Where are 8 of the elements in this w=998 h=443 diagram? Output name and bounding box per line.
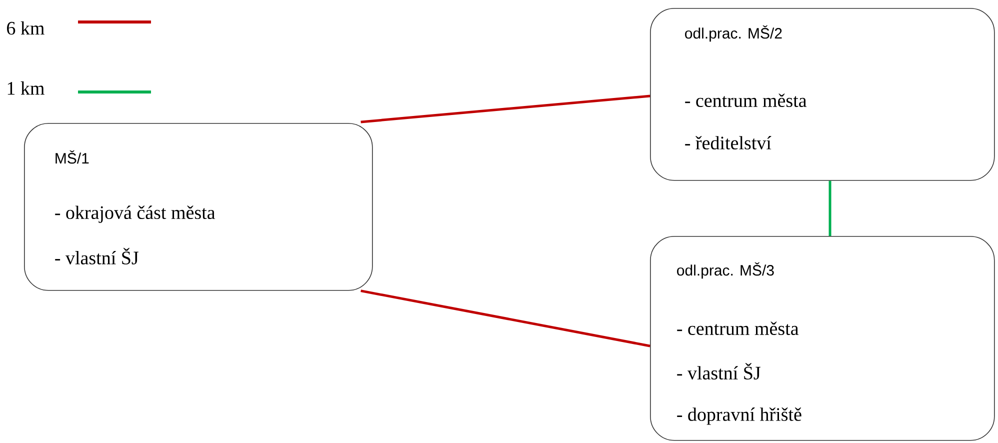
connector-line bbox=[360, 94, 650, 124]
rounded-box: odl.prac. MŠ/3 - centrum města - vlastní ŠJ - dopravní hřiště bbox=[650, 236, 995, 441]
connector-line bbox=[360, 290, 650, 348]
rounded-box: MŠ/1 - okrajová část města - vlastní ŠJ bbox=[24, 123, 373, 291]
legend-label: 1 km bbox=[8, 81, 44, 95]
connector-line bbox=[828, 180, 832, 236]
rounded-box: odl.prac. MŠ/2 - centrum města - ředitelství bbox=[650, 8, 995, 181]
legend-label: 6 km bbox=[7, 21, 44, 35]
